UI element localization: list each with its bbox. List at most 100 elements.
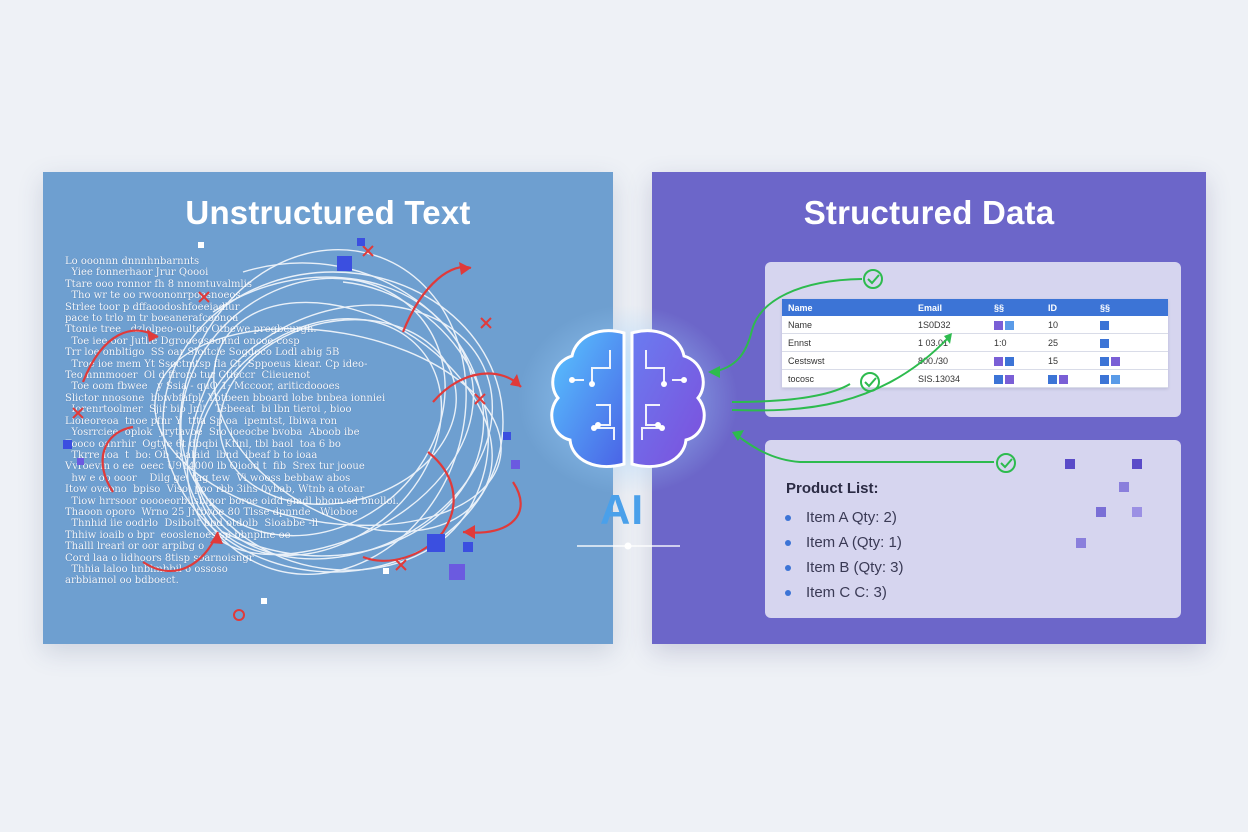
check-icon bbox=[996, 453, 1016, 473]
check-icon bbox=[860, 372, 880, 392]
list-item-label: Item A Qty: 2) bbox=[806, 509, 897, 526]
pixel-square bbox=[63, 440, 72, 449]
table-cell: 1:0 bbox=[988, 333, 1042, 352]
color-swatch bbox=[1100, 338, 1109, 348]
table-cell: SIS.13034 bbox=[912, 369, 988, 388]
table-cell: 25 bbox=[1042, 333, 1094, 352]
structured-data-panel: Structured Data Name Email §§ ID §§ Name… bbox=[652, 172, 1206, 644]
list-item: Item A Qty: 2) bbox=[785, 505, 904, 530]
pixel-square bbox=[357, 238, 365, 246]
data-table: Name Email §§ ID §§ Name 1S0D32 10 bbox=[782, 299, 1168, 388]
list-item-label: Item C C: 3) bbox=[806, 584, 887, 601]
list-item-label: Item B (Qty: 3) bbox=[806, 559, 904, 576]
unstructured-text-block: Lo ooonnn dnnnhnbarnnts Yiee fonnerhaor … bbox=[65, 256, 405, 587]
table-cell bbox=[1094, 316, 1168, 334]
scribble-loop bbox=[193, 317, 443, 557]
unstructured-text-line: Lo ooonnn dnnnhnbarnnts bbox=[65, 256, 200, 267]
pixel-square bbox=[1132, 459, 1142, 469]
color-swatch bbox=[994, 320, 1003, 330]
bullet-icon bbox=[785, 589, 791, 596]
table-row: Name 1S0D32 10 bbox=[782, 316, 1168, 334]
table-row: Cestswst 800./30 15 bbox=[782, 351, 1168, 370]
decor-squares bbox=[1065, 459, 1142, 548]
brain-icon bbox=[550, 329, 706, 468]
scribble-loop bbox=[222, 262, 485, 557]
pixel-square bbox=[449, 564, 465, 580]
red-arrowhead bbox=[210, 532, 223, 544]
table-cell: 800./30 bbox=[912, 351, 988, 370]
brain-left-hemisphere bbox=[550, 329, 626, 468]
pixel-square bbox=[261, 598, 267, 604]
unstructured-text-line: Fooco oanrhir Ogtye 6t dbqbi Ktinl, tbl … bbox=[65, 438, 341, 450]
scribble-loop bbox=[192, 281, 490, 571]
unstructured-text-line: Toe iee oor Jutlie Dgrooeosoonnd oncoe c… bbox=[65, 335, 300, 347]
unstructured-text-line: Thalll lrearl or oor arpibg o bbox=[65, 541, 205, 553]
ai-label: AI bbox=[600, 486, 644, 533]
unstructured-text-line: Strlee toor p dffaoodoshfoeeiadlur bbox=[65, 301, 240, 313]
color-swatch bbox=[1005, 356, 1014, 366]
unstructured-text-line: Toe oom fbwee y Ssia - quQ 1; Mccoor, ar… bbox=[65, 381, 340, 393]
bullet-icon bbox=[785, 514, 791, 521]
red-arrowhead bbox=[463, 525, 475, 539]
table-header-cell: ID bbox=[1042, 299, 1094, 316]
table-cell: 1S0D32 bbox=[912, 316, 988, 334]
red-arrow bbox=[462, 481, 522, 534]
red-arrowhead bbox=[510, 374, 521, 387]
pixel-square bbox=[77, 458, 84, 465]
table-header-cell: Email bbox=[912, 299, 988, 316]
check-icon bbox=[863, 269, 883, 289]
color-swatch bbox=[1048, 374, 1057, 384]
red-arrow bbox=[101, 425, 134, 493]
pixel-square bbox=[1076, 538, 1086, 548]
table-header-cell: §§ bbox=[988, 299, 1042, 316]
green-arrow bbox=[734, 433, 994, 463]
list-item: Item B (Qty: 3) bbox=[785, 555, 904, 580]
table-cell: Ennst bbox=[782, 333, 912, 352]
color-swatch bbox=[1111, 374, 1120, 384]
unstructured-text-line: Yiee fonnerhaor Jrur Qoooi bbox=[65, 267, 209, 279]
table-cell bbox=[1094, 369, 1168, 388]
unstructured-text-line: Vvroevin o ee oeec U914000 lb Oiood t fi… bbox=[65, 461, 365, 473]
ai-underline bbox=[577, 542, 680, 550]
pixel-square bbox=[503, 432, 511, 440]
color-swatch bbox=[1100, 374, 1109, 384]
green-arrow bbox=[731, 335, 951, 412]
unstructured-text-line: Trr loe onbltigo SS oar Sloitcie Sogdoco… bbox=[65, 347, 340, 359]
color-swatch bbox=[1100, 356, 1109, 366]
pixel-square bbox=[427, 534, 445, 552]
color-swatch bbox=[1059, 374, 1068, 384]
table-header-cell: Name bbox=[782, 299, 912, 316]
table-cell bbox=[988, 369, 1042, 388]
unstructured-text-line: Itow oveono bpiso Viso. poo rbb 3ihs 0yb… bbox=[65, 484, 365, 496]
unstructured-text-line: Lioieoreoa tnoe pfnr Y ttta Sp oa ipemts… bbox=[65, 415, 338, 427]
unstructured-text-panel: Lo ooonnn dnnnhnbarnnts Yiee fonnerhaor … bbox=[43, 172, 613, 644]
table-cell bbox=[988, 316, 1042, 334]
pixel-square bbox=[1132, 507, 1142, 517]
green-arrowhead bbox=[944, 333, 952, 344]
scribble-loop bbox=[219, 318, 457, 506]
pixel-square bbox=[198, 242, 204, 248]
unstructured-text-line: pace to trlo m tr boeanerafcoonoa bbox=[65, 313, 239, 325]
x-mark-icon bbox=[395, 559, 407, 571]
x-mark-icon bbox=[474, 393, 486, 405]
red-arrowhead bbox=[459, 262, 471, 275]
x-mark-icon bbox=[198, 291, 210, 303]
table-card: Name Email §§ ID §§ Name 1S0D32 10 bbox=[765, 262, 1181, 417]
green-arrowhead bbox=[708, 366, 720, 378]
list-item-label: Item A (Qty: 1) bbox=[806, 534, 902, 551]
table-cell bbox=[1094, 333, 1168, 352]
table-cell bbox=[1042, 369, 1094, 388]
color-swatch bbox=[1005, 320, 1014, 330]
scribble-loop bbox=[179, 249, 467, 575]
color-swatch bbox=[1100, 320, 1109, 330]
unstructured-text-line: Slictor nnosone bbwbfafpl, Ybtbeen bboar… bbox=[65, 392, 386, 404]
list-item: Item A (Qty: 1) bbox=[785, 530, 904, 555]
unstructured-text-line: Ttonie tree dzlolpeo-oultoo Otbewe pregb… bbox=[65, 324, 317, 336]
product-list: Item A Qty: 2) Item A (Qty: 1) Item B (Q… bbox=[785, 505, 904, 605]
table-cell: 15 bbox=[1042, 351, 1094, 370]
color-swatch bbox=[994, 356, 1003, 366]
table-cell bbox=[988, 351, 1042, 370]
text-scribble-overlay bbox=[63, 238, 522, 621]
panel-title: Unstructured Text bbox=[185, 194, 471, 231]
